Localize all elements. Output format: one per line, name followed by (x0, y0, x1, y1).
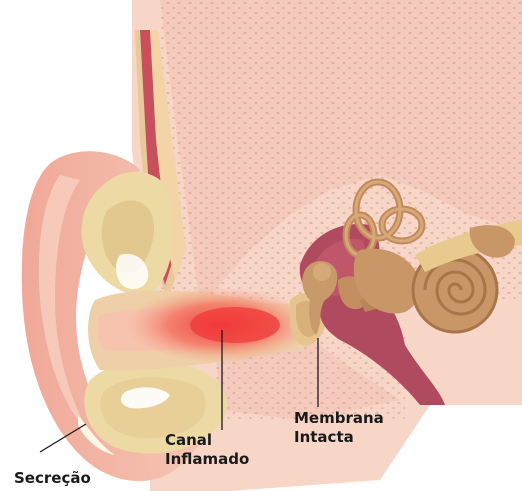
membrana-label-line2: Intacta (294, 428, 384, 447)
secrecao-label: Secreção (14, 469, 91, 488)
canal-label-line2: Inflamado (165, 450, 249, 469)
membrana-intacta-label: Membrana Intacta (294, 409, 384, 447)
canal-label-line1: Canal (165, 431, 249, 450)
membrana-label-line1: Membrana (294, 409, 384, 428)
secrecao-label-line1: Secreção (14, 469, 91, 488)
canal-inflamado-label: Canal Inflamado (165, 431, 249, 469)
